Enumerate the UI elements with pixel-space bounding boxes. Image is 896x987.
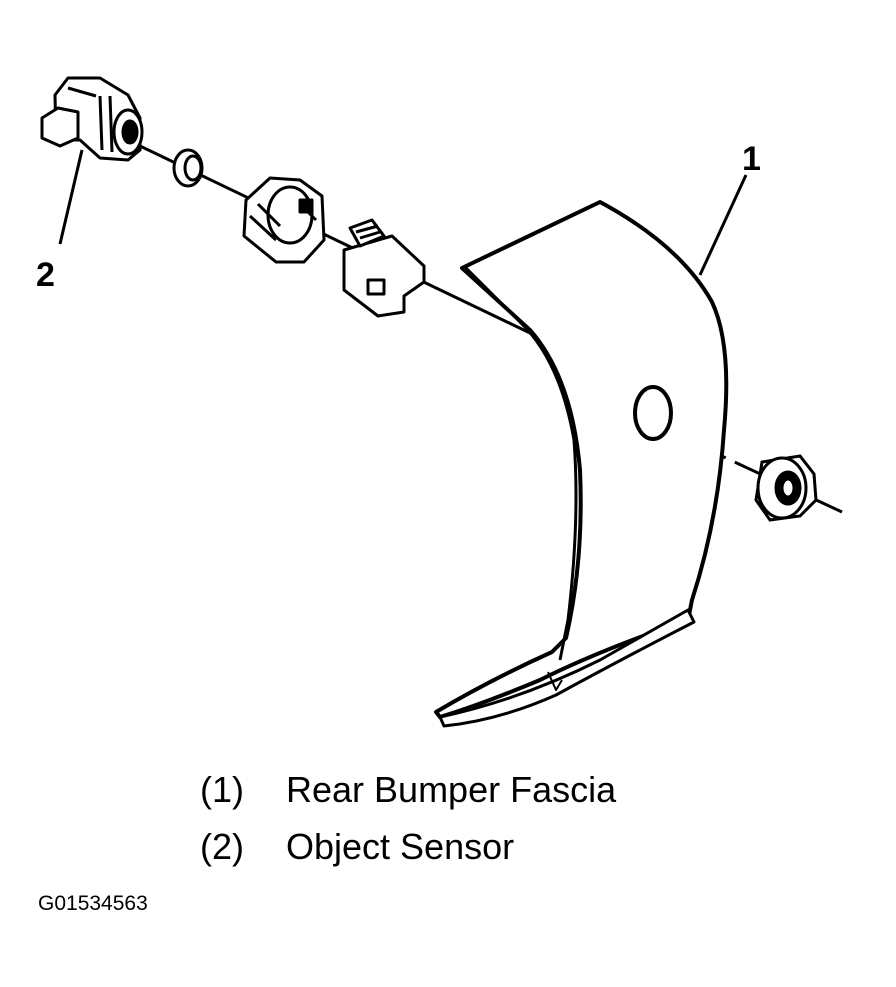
sensor-gasket (172, 148, 204, 188)
sensor-bezel (754, 454, 818, 522)
figure-id: G01534563 (38, 892, 148, 915)
legend-number: (2) (200, 826, 244, 867)
rear-bumper-fascia (434, 200, 729, 728)
callout-number-1: 1 (742, 140, 761, 178)
sensor-bracket (342, 218, 426, 318)
leader-lines (58, 149, 748, 276)
legend-item-object-sensor: (2) Object Sensor (200, 829, 514, 865)
exploded-view-diagram (40, 76, 843, 728)
legend-label: Rear Bumper Fascia (286, 769, 617, 810)
legend-number: (1) (200, 769, 244, 810)
legend-label: Object Sensor (286, 826, 515, 867)
object-sensor (40, 76, 144, 162)
callout-number-2: 2 (36, 256, 55, 294)
sensor-mounting-hole (633, 385, 673, 441)
assembly-centerline (139, 144, 843, 514)
sensor-retainer (242, 176, 326, 264)
legend-item-rear-bumper-fascia: (1) Rear Bumper Fascia (200, 772, 616, 808)
